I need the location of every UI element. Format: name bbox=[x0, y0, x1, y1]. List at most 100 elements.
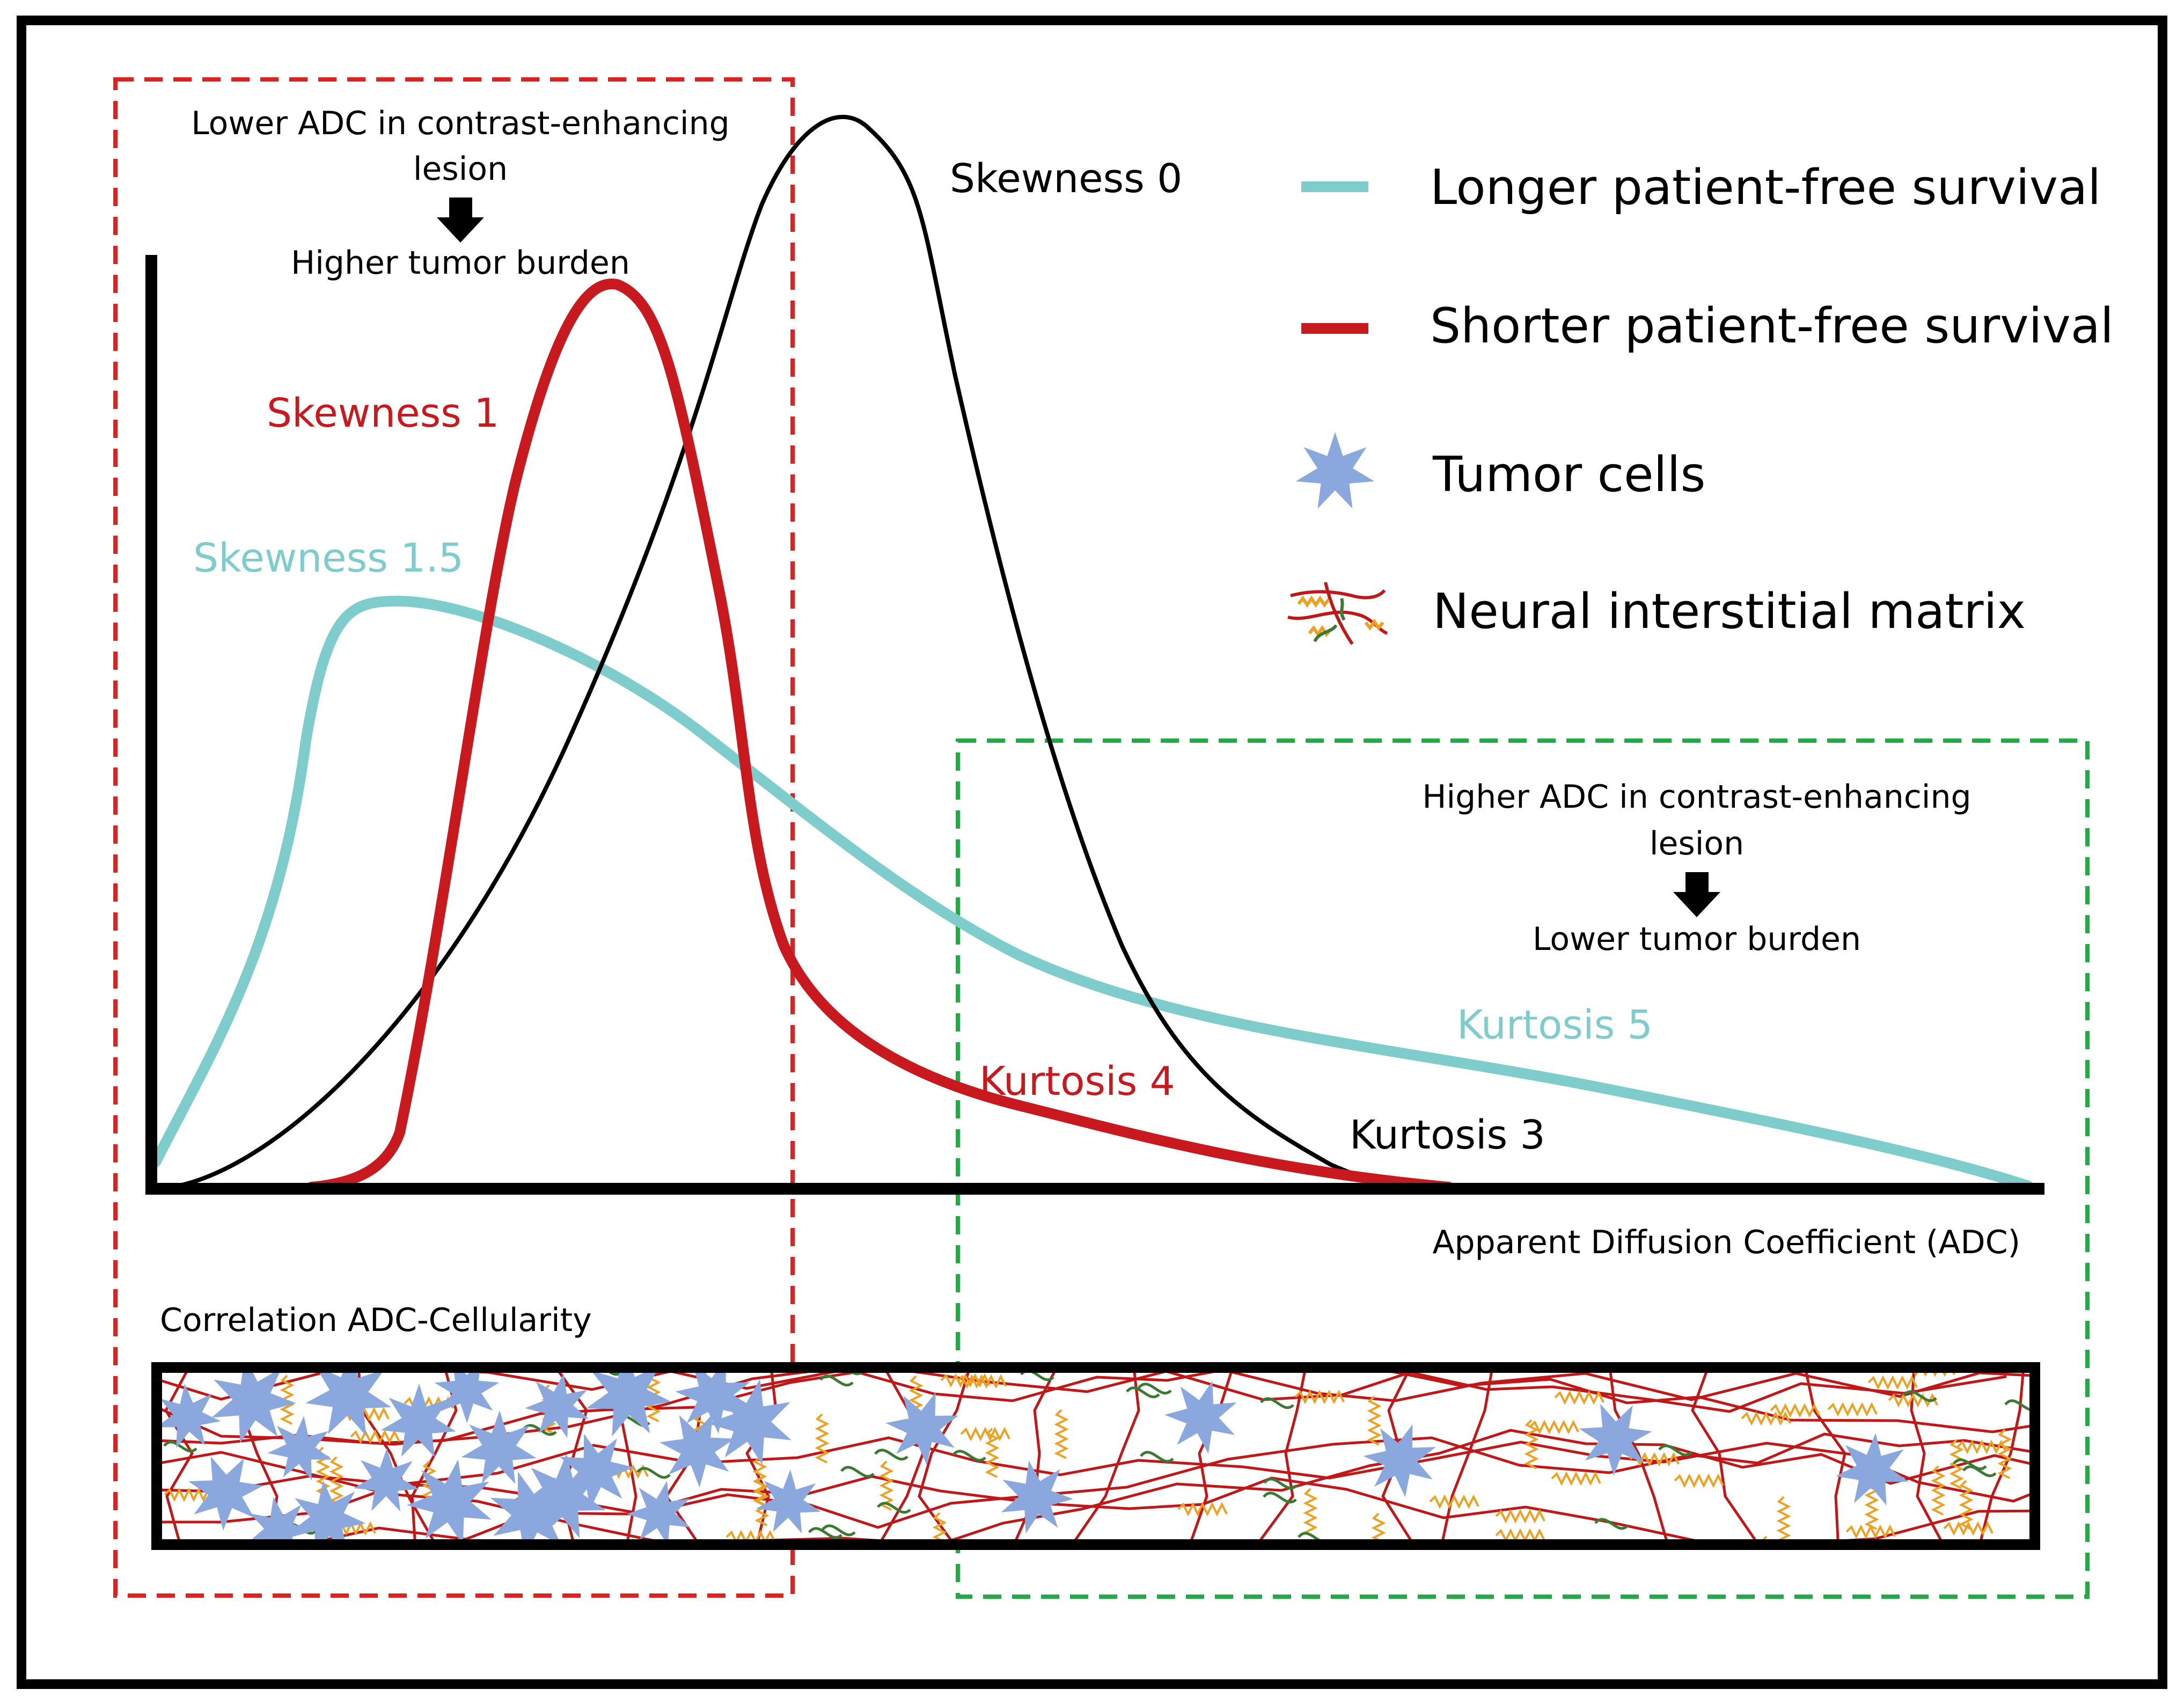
tumor-cell-icon bbox=[1579, 1403, 1652, 1476]
matrix-fiber bbox=[877, 1502, 911, 1514]
low-adc-region-box bbox=[113, 77, 795, 1598]
matrix-fiber bbox=[163, 1440, 197, 1453]
down-arrow-icon bbox=[437, 198, 484, 243]
matrix-fiber bbox=[1554, 1390, 1604, 1405]
matrix-fiber bbox=[1962, 1465, 1997, 1478]
tumor-cell-icon bbox=[188, 1456, 263, 1531]
matrix-fiber bbox=[636, 1467, 671, 1479]
matrix-fiber bbox=[1074, 1367, 1140, 1545]
matrix-fiber bbox=[985, 1428, 1000, 1478]
tumor-cell-icon bbox=[211, 1367, 296, 1443]
tumor-cell-icon bbox=[756, 1469, 821, 1534]
outer-frame bbox=[17, 16, 2167, 1689]
matrix-fiber bbox=[1594, 1518, 1629, 1530]
tumor-cell-icon bbox=[461, 1410, 537, 1484]
tumor-cell-icon bbox=[248, 1496, 312, 1545]
matrix-fiber bbox=[1054, 1409, 1069, 1459]
matrix-fiber bbox=[1015, 1367, 1058, 1545]
matrix-fiber bbox=[815, 1413, 830, 1464]
matrix-fiber bbox=[1658, 1444, 1692, 1457]
matrix-fiber bbox=[822, 1524, 856, 1537]
matrix-fiber bbox=[1931, 1465, 1946, 1516]
matrix-fiber bbox=[164, 1487, 214, 1502]
legend: Longer patient-free survival Shorter pat… bbox=[1287, 159, 2114, 645]
matrix-fiber bbox=[1263, 1491, 1297, 1504]
strip-tumor-cells bbox=[157, 1367, 1909, 1545]
tumor-cell-icon bbox=[1295, 432, 1375, 509]
matrix-fiber bbox=[350, 1429, 400, 1444]
matrix-fiber bbox=[918, 1367, 971, 1545]
tumor-cell-icon bbox=[659, 1413, 735, 1488]
black-distribution-curve bbox=[158, 115, 1417, 1191]
matrix-fiber bbox=[745, 1367, 778, 1545]
matrix-fiber bbox=[1608, 1367, 1668, 1545]
legend-matrix-label: Neural interstitial matrix bbox=[1433, 583, 2026, 640]
tumor-cell-icon bbox=[520, 1453, 606, 1539]
skewness-0-label: Skewness 0 bbox=[950, 156, 1182, 202]
matrix-fiber bbox=[1260, 1397, 1294, 1409]
matrix-fiber bbox=[1845, 1524, 1896, 1539]
tumor-cell-icon bbox=[1363, 1424, 1436, 1497]
matrix-fiber bbox=[1903, 1390, 1937, 1402]
left-annotation-result: Higher tumor burden bbox=[291, 244, 630, 282]
matrix-fiber bbox=[1429, 1494, 1479, 1509]
matrix-fiber bbox=[1949, 1439, 1964, 1489]
tumor-cell-icon bbox=[525, 1373, 589, 1438]
matrix-fiber bbox=[1827, 1402, 1878, 1417]
matrix-fiber bbox=[1126, 1386, 1160, 1399]
kurtosis-4-label: Kurtosis 4 bbox=[979, 1058, 1175, 1105]
matrix-fiber bbox=[881, 1367, 925, 1545]
left-annotation-line2: lesion bbox=[413, 150, 508, 188]
matrix-fiber bbox=[1629, 1452, 1680, 1467]
red-distribution-curve bbox=[306, 279, 1454, 1193]
matrix-fiber bbox=[1371, 1512, 1386, 1545]
matrix-fiber bbox=[1177, 1502, 1228, 1517]
matrix-fiber bbox=[1441, 1367, 1494, 1545]
matrix-fiber bbox=[1674, 1473, 1724, 1488]
matrix-fiber bbox=[1529, 1420, 1579, 1435]
matrix-fiber bbox=[932, 1512, 947, 1545]
tumor-cell-icon bbox=[305, 1367, 391, 1436]
tumor-cell-icon bbox=[627, 1481, 691, 1545]
skewness-1-label: Skewness 1 bbox=[267, 390, 499, 436]
tumor-cell-icon bbox=[1835, 1433, 1909, 1506]
tumor-cell-icon bbox=[354, 1448, 419, 1512]
matrix-fiber bbox=[819, 1374, 854, 1387]
matrix-fiber bbox=[1495, 1509, 1545, 1524]
matrix-fiber bbox=[940, 1373, 991, 1388]
matrix-fiber bbox=[1495, 1528, 1545, 1543]
matrix-fiber bbox=[1294, 1389, 1345, 1405]
matrix-fiber bbox=[840, 1466, 875, 1478]
matrix-fiber bbox=[1741, 1411, 1791, 1426]
high-adc-region-box bbox=[956, 738, 2090, 1599]
matrix-fiber bbox=[1691, 1367, 1759, 1545]
kurtosis-5-label: Kurtosis 5 bbox=[1457, 1002, 1653, 1048]
tumor-cell-icon bbox=[1164, 1380, 1237, 1454]
matrix-fiber bbox=[956, 1374, 1007, 1389]
tumor-cell-icon bbox=[290, 1480, 366, 1545]
matrix-fiber bbox=[1959, 1480, 1974, 1530]
matrix-fiber bbox=[1867, 1375, 1918, 1390]
matrix-fiber bbox=[1943, 1521, 1994, 1536]
legend-shorter-label: Shorter patient-free survival bbox=[1430, 298, 2114, 354]
matrix-fiber bbox=[1997, 1429, 2012, 1479]
matrix-fiber bbox=[1259, 1367, 1307, 1545]
matrix-fiber bbox=[808, 1527, 842, 1539]
down-arrow-icon bbox=[1673, 872, 1720, 917]
right-annotation-line1: Higher ADC in contrast-enhancing bbox=[1422, 778, 1971, 816]
tumor-cell-icon bbox=[675, 1367, 750, 1434]
tumor-cell-icon bbox=[1295, 432, 1375, 509]
tumor-cell-icon bbox=[407, 1459, 492, 1545]
matrix-fiber bbox=[725, 1530, 776, 1545]
matrix-fiber bbox=[185, 1475, 2035, 1545]
matrix-fiber bbox=[1551, 1471, 1601, 1486]
kurtosis-3-label: Kurtosis 3 bbox=[1350, 1112, 1545, 1158]
tumor-cell-icon bbox=[267, 1416, 332, 1481]
skewness-1.5-label: Skewness 1.5 bbox=[193, 535, 464, 581]
matrix-fiber bbox=[952, 1450, 986, 1462]
tumor-cell-icon bbox=[380, 1384, 456, 1458]
strip-border bbox=[151, 1362, 2040, 1550]
matrix-fiber bbox=[874, 1449, 908, 1461]
matrix-fiber bbox=[1367, 1395, 1382, 1446]
